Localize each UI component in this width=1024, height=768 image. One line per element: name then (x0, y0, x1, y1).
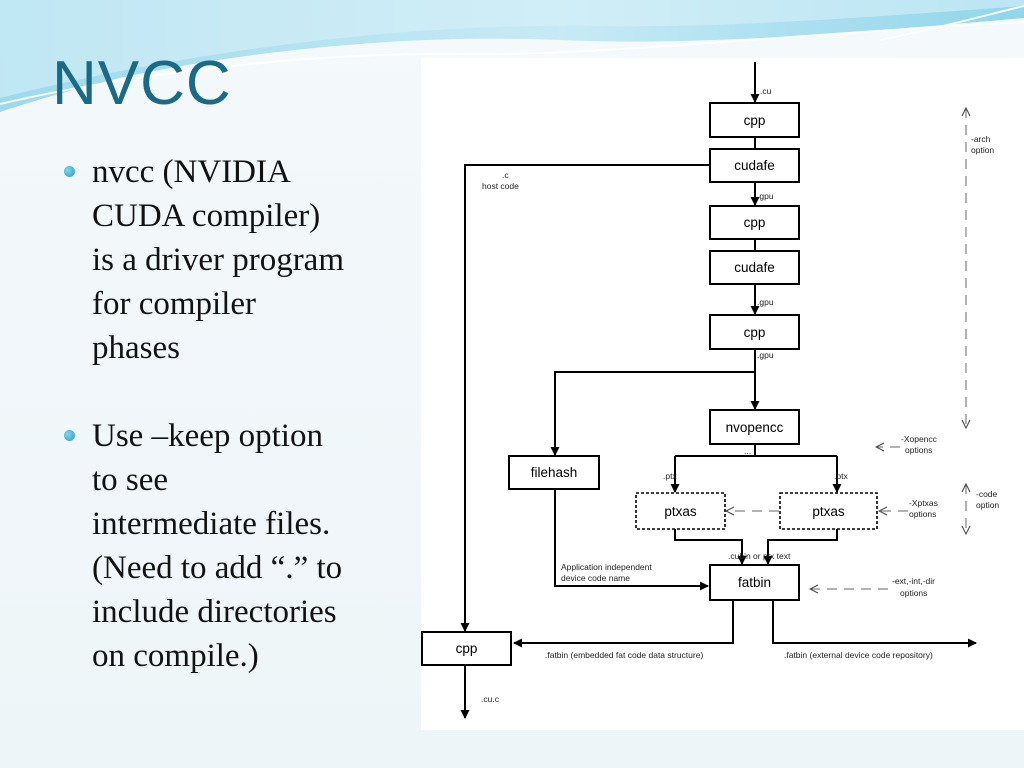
bullet-line: Use –keep option (92, 418, 323, 454)
bullet-item: Use –keep option to see intermediate fil… (62, 414, 407, 678)
edge-label-gpu-2: .gpu (757, 297, 774, 307)
node-label: fatbin (738, 575, 771, 590)
option-label-xopencc: -Xopencc (901, 434, 938, 444)
edge-label-cubin: .cubin or ptx text (728, 551, 791, 561)
option-label-arch-sub: option (971, 145, 994, 155)
edge-label-fatbin-embedded: .fatbin (embedded fat code data structur… (545, 650, 703, 660)
bullet-line: for compiler (92, 286, 257, 322)
edge-label-c: .c (502, 170, 509, 180)
node-label: cpp (744, 215, 766, 230)
edge-label-fatbin-external: .fatbin (external device code repository… (784, 650, 933, 660)
edge-host-code (460, 164, 710, 632)
option-label-ext: -ext,-int,-dir (892, 576, 935, 586)
node-label: ptxas (664, 504, 697, 519)
node-label: cpp (744, 113, 766, 128)
node-label: cudafe (734, 260, 775, 275)
option-label-xopencc-sub: options (905, 445, 932, 455)
bullet-line: nvcc (NVIDIA (92, 154, 291, 190)
bullet-line: (Need to add “.” to (92, 550, 343, 586)
option-label-xptxas: -Xptxas (909, 498, 938, 508)
edge-fatbin-embedded (513, 600, 734, 648)
node-label: cpp (744, 325, 766, 340)
bullet-line: include directories (92, 594, 337, 630)
node-nvopencc: nvopencc (709, 409, 800, 445)
bullet-list: nvcc (NVIDIA CUDA compiler) is a driver … (62, 150, 407, 678)
edge-ptxas2-fatbin (763, 529, 838, 565)
edge-label-device-code-name: device code name (561, 573, 630, 583)
edge-gpu-filehash (550, 371, 755, 456)
edge-label-app-independent: Application independent (561, 562, 652, 572)
node-cudafe-1: cudafe (709, 148, 800, 183)
option-label-code-sub: option (976, 500, 999, 510)
node-label: ptxas (812, 504, 845, 519)
nvcc-flow-svg: cpp cudafe cpp cudafe cpp nvopencc (421, 62, 999, 719)
option-label-code: -code (976, 489, 998, 499)
node-label: cpp (456, 641, 478, 656)
node-cpp-host: cpp (421, 631, 512, 666)
edge-label-cu-c: .cu.c (481, 694, 500, 704)
node-cpp-1: cpp (709, 102, 800, 138)
bullet-line: phases (92, 330, 180, 366)
node-cudafe-2: cudafe (709, 250, 800, 285)
option-label-arch: -arch (971, 134, 991, 144)
bullet-line: CUDA compiler) (92, 198, 321, 234)
edge-ptxas1-fatbin (674, 529, 747, 565)
option-label-xptxas-sub: options (909, 509, 936, 519)
node-filehash: filehash (508, 455, 600, 490)
node-label: filehash (531, 465, 578, 480)
node-cpp-3: cpp (709, 314, 800, 350)
node-cpp-2: cpp (709, 205, 800, 240)
node-label: nvopencc (726, 420, 784, 435)
option-label-ext-sub: options (900, 588, 927, 598)
edge-label-ptx-1: .ptx (663, 471, 677, 481)
edge-label-cu: .cu (760, 86, 772, 96)
header-wave-decoration (0, 0, 1024, 112)
node-ptxas-2: ptxas (779, 492, 878, 530)
bullet-item: nvcc (NVIDIA CUDA compiler) is a driver … (62, 150, 407, 370)
nvcc-flow-diagram: cpp cudafe cpp cudafe cpp nvopencc (421, 58, 1024, 730)
bullet-line: on compile.) (92, 638, 259, 674)
edge-label-gpu-3: .gpu (757, 350, 774, 360)
bullet-line: intermediate files. (92, 506, 331, 542)
slide-title: NVCC (52, 49, 232, 118)
edge-label-ptx-2: .ptx (834, 471, 848, 481)
edge-fatbin-external (772, 600, 977, 648)
node-fatbin: fatbin (709, 564, 800, 601)
edge-label-gpu-1: .gpu (757, 191, 774, 201)
edge-label-ellipsis: ... (744, 446, 751, 456)
node-ptxas-1: ptxas (635, 492, 726, 530)
edge-filehash-fatbin (554, 489, 709, 591)
bullet-line: to see (92, 462, 169, 498)
bullet-line: is a driver program (92, 242, 344, 278)
edge-label-host-code: host code (482, 181, 519, 191)
node-label: cudafe (734, 158, 775, 173)
